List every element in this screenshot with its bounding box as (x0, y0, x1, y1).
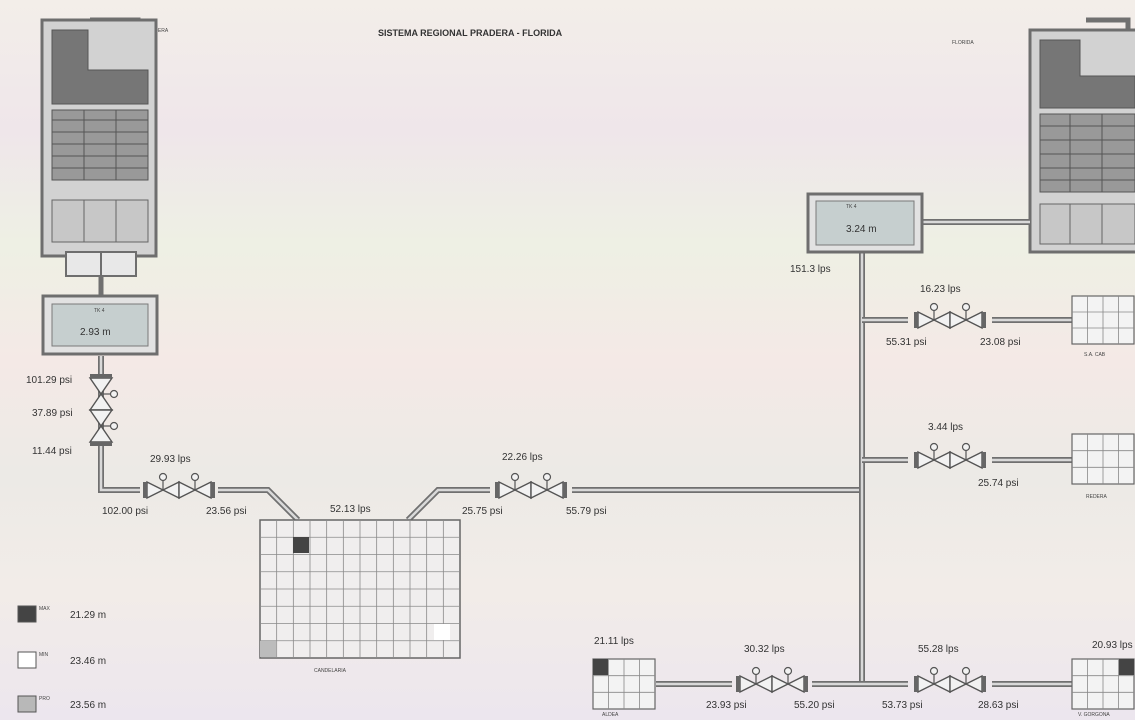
reading-b2-out: 28.63 psi (978, 700, 1019, 711)
reading-v1-out: 11.44 psi (32, 446, 72, 457)
reading-h1-top: 29.93 lps (150, 454, 191, 465)
legend-item-min: MIN 23.46 m (17, 651, 106, 669)
reading-r2-top: 3.44 lps (928, 422, 963, 433)
diagram-title: SISTEMA REGIONAL PRADERA - FLORIDA (378, 28, 563, 38)
legend-value-min: 23.46 m (70, 656, 106, 667)
media-grid[interactable] (1071, 433, 1135, 485)
reading-v1-in: 101.29 psi (26, 375, 72, 386)
reading-b2-top: 55.28 lps (918, 644, 959, 655)
reading-r2-out: 25.74 psi (978, 478, 1019, 489)
pipe-network (98, 219, 1072, 687)
reading-h2-top: 22.26 lps (502, 452, 543, 463)
reading-b1-top: 30.32 lps (744, 644, 785, 655)
right-tank-label: TK 4 (846, 204, 857, 210)
reading-h1-out: 23.56 psi (206, 506, 247, 517)
valve-media[interactable] (913, 442, 987, 469)
reading-r1-out: 23.08 psi (980, 337, 1021, 348)
left-tank-level: 2.93 m (80, 327, 111, 338)
reading-main-flow: 151.3 lps (790, 264, 831, 275)
reading-r1-top: 16.23 lps (920, 284, 961, 295)
reading-right-grid-flow: 20.93 lps (1092, 640, 1133, 651)
legend-tag-max: MAX (39, 606, 51, 612)
sa-cab-label: S.A. CAB (1084, 352, 1106, 358)
valve-aldea[interactable] (735, 666, 809, 693)
right-treatment-plant (1028, 17, 1135, 254)
left-treatment-plant (40, 17, 158, 296)
media-label: REDERA (1086, 494, 1108, 500)
legend-value-max: 21.29 m (70, 610, 106, 621)
reading-h1-in: 102.00 psi (102, 506, 148, 517)
reading-grid-flow: 52.13 lps (330, 504, 371, 515)
legend-tag-min: MIN (39, 652, 49, 658)
sa-cab-grid[interactable] (1071, 295, 1135, 345)
valve-candelaria-out[interactable] (494, 472, 568, 499)
gorgona-label: V. GORGONA (1078, 712, 1110, 718)
left-tank[interactable]: TK 4 2.93 m (41, 294, 159, 356)
plant-right-label: FLORIDA (952, 40, 974, 46)
reading-r1-in: 55.31 psi (886, 337, 927, 348)
aldea-grid[interactable] (592, 658, 656, 710)
left-tank-label: TK 4 (94, 308, 105, 314)
legend-tag-pro: PRO (39, 696, 50, 702)
aldea-label: ALDEA (602, 712, 619, 718)
legend-item-max: MAX 21.29 m (17, 605, 106, 623)
candelaria-grid[interactable] (259, 519, 461, 659)
reading-h2-in: 25.75 psi (462, 506, 503, 517)
legend: MAX 21.29 m MIN 23.46 m PRO 23.56 m (17, 605, 106, 713)
right-tank[interactable]: TK 4 3.24 m (806, 192, 924, 254)
candelaria-label: CANDELARIA (314, 668, 347, 674)
reading-b2-in: 53.73 psi (882, 700, 923, 711)
gorgona-grid[interactable] (1071, 658, 1135, 710)
legend-value-pro: 23.56 m (70, 700, 106, 711)
valve-sa-cab[interactable] (913, 302, 987, 329)
vertical-valve-group[interactable] (88, 374, 119, 446)
reading-aldea-flow: 21.11 lps (594, 636, 634, 647)
reading-h2-out: 55.79 psi (566, 506, 607, 517)
legend-item-pro: PRO 23.56 m (17, 695, 106, 713)
valve-candelaria-in[interactable] (142, 472, 216, 499)
reading-b1-in: 23.93 psi (706, 700, 747, 711)
right-tank-level: 3.24 m (846, 224, 877, 235)
valve-gorgona[interactable] (913, 666, 987, 693)
reading-b1-out: 55.20 psi (794, 700, 835, 711)
reading-v1-mid: 37.89 psi (32, 408, 73, 419)
